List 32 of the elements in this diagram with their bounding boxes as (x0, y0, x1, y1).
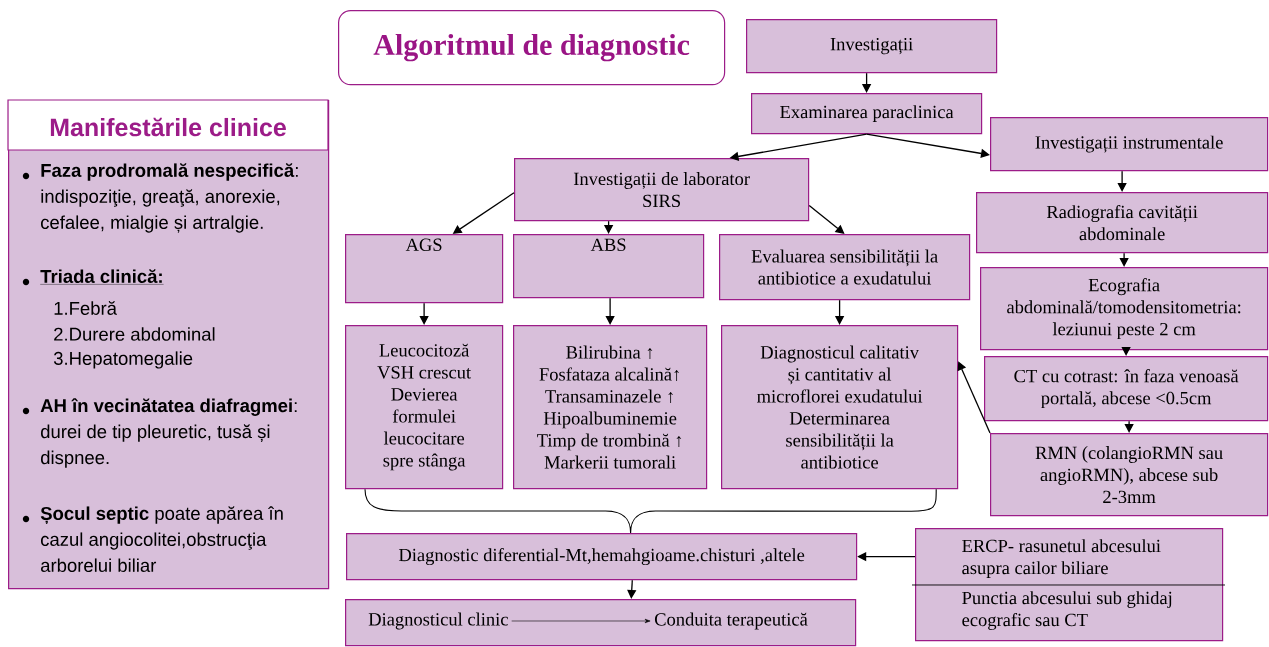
process-box: Investigații instrumentale (990, 117, 1269, 172)
process-box: Investigații (746, 19, 998, 74)
process-box: Leucocitoză VSH crescut Devierea formulei leucocitare spre stânga (345, 325, 504, 490)
process-box: Examinarea paraclinica (751, 93, 983, 135)
process-box: Diagnostic diferential-Mt,hemahgioame.chisturi ,altele (346, 533, 858, 581)
arrow (511, 618, 651, 624)
process-box: Ecografia abdominală/tomodensitometria: leziunui peste 2 cm (980, 267, 1269, 351)
process-box: Investigații de laborator SIRS (514, 158, 810, 222)
arrow (1117, 170, 1127, 192)
process-box: Diagnosticul calitativ și cantitativ al microflorei exudatului Determinarea sensibilității la antibiotice (721, 325, 959, 490)
process-box: Bilirubina ↑ Fosfataza alcalină↑ Transaminazele ↑ Hipoalbuminemie Timp de trombină ↑ Markerii tumorali (513, 325, 708, 490)
arrow (957, 361, 991, 434)
arrow (1124, 420, 1134, 433)
process-box: RMN (colangioRMN sau angioRMN), abcese sub 2-3mm (990, 433, 1269, 517)
brace (364, 488, 937, 534)
arrow (808, 204, 845, 234)
process-box: Radiografia cavității abdominale (976, 192, 1269, 254)
step-text: Conduita terapeutică (654, 612, 808, 630)
title-box: Algoritmul de diagnostic (338, 10, 726, 86)
arrow (1119, 252, 1129, 267)
step-text: Diagnosticul clinic (368, 612, 508, 630)
arrow (627, 579, 637, 599)
process-box: Evaluarea sensibilității la antibiotice a exudatului (719, 234, 971, 301)
process-box: AGS (345, 234, 504, 304)
process-box: ABS (513, 234, 705, 299)
frame-box (345, 599, 857, 647)
note-box: ERCP- rasunetul abcesului asupra cailor biliare Punctia abcesului sub ghidaj ecografic sau CT (915, 528, 1224, 642)
arrow (1121, 346, 1131, 356)
arrow (419, 302, 429, 325)
arrow (605, 297, 615, 325)
process-box: CT cu cotrast: în faza venoasă portală, abcese <0.5cm (984, 356, 1269, 422)
info-panel: Manifestările clinice Faza prodromală nespecifică: indispoziţie, greaţă, anorexie, cefalee, mialgie și artralgie. Triada clinică: 1.Febră 2.Durere abdominal 3.Hepatomegalie AH în vecinătatea diafragmei: durei de tip pleuretic, tusă și dispnee. Șocul septic poate apărea în cazul angiocolitei,obstrucţia arborelui biliar (7, 99, 330, 590)
